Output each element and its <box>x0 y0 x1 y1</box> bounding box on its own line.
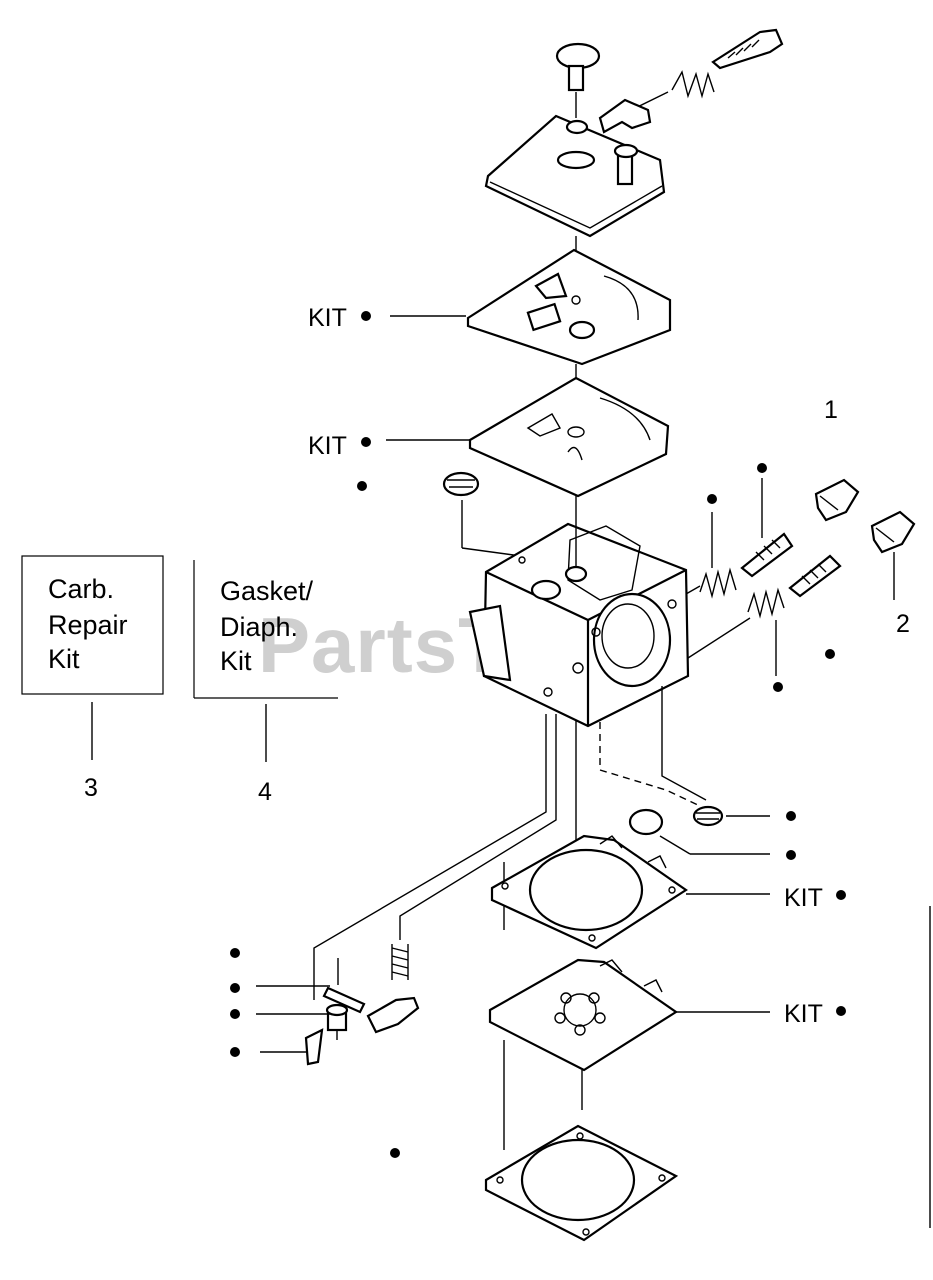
carburetor-body <box>468 522 690 728</box>
legend-box1-line2: Repair <box>48 610 128 640</box>
lever-screw <box>325 1003 349 1040</box>
kit-bullet-inlet-needle <box>230 1047 240 1057</box>
kit-bullet-check-valve <box>786 850 796 860</box>
callout-item-4: 4 <box>258 778 272 806</box>
kit-bullet-idle-screw <box>757 463 767 473</box>
pump-diaphragm <box>488 958 678 1072</box>
kit-bullet-spring-left <box>230 948 240 958</box>
kit-label-metering-diaphragm: KIT <box>308 432 347 460</box>
kit-label-pump-diaphragm: KIT <box>784 1000 823 1028</box>
kit-bullet-idle-spring <box>707 494 717 504</box>
kit-bullet-2 <box>361 437 371 447</box>
top-screw <box>555 42 601 118</box>
legend-box2-line1: Gasket/ <box>220 576 314 606</box>
pump-cover <box>484 1124 679 1242</box>
kit-bullet-screen <box>357 481 367 491</box>
kit-bullet-lever-pin <box>230 983 240 993</box>
callout-item-3: 3 <box>84 774 98 802</box>
metering-spring <box>391 944 409 980</box>
fuel-screen <box>692 805 724 827</box>
kit-label-metering-gasket: KIT <box>308 304 347 332</box>
needle-spring <box>671 70 715 99</box>
metering-diaphragm <box>468 376 670 498</box>
legend-gasket-diaph-kit: Gasket/ Diaph. Kit <box>193 560 338 762</box>
lever-pin <box>322 986 366 1014</box>
kit-bullet-4 <box>836 1006 846 1016</box>
kit-bullet-lever-screw <box>230 1009 240 1019</box>
kit-bullet-main-spring <box>773 682 783 692</box>
callout-item-1: 1 <box>824 396 838 424</box>
kit-label-pump-gasket: KIT <box>784 884 823 912</box>
limiter-cap-2 <box>870 510 916 554</box>
callout-item-2: 2 <box>896 610 910 638</box>
legend-box2-line3: Kit <box>220 646 252 676</box>
legend-box1-line1: Carb. <box>48 574 114 604</box>
legend-box2-line2: Diaph. <box>220 612 298 642</box>
main-spring <box>747 587 785 619</box>
kit-bullet-main-screw <box>825 649 835 659</box>
metering-cover <box>484 114 666 238</box>
control-lever <box>598 98 652 134</box>
pump-gasket <box>490 834 688 950</box>
metering-lever <box>366 996 420 1034</box>
kit-bullet-pump-cover <box>390 1148 400 1158</box>
limiter-cap-1 <box>814 478 860 522</box>
legend-box1-line3: Kit <box>48 644 80 674</box>
kit-bullet-3 <box>836 890 846 900</box>
metering-gasket <box>466 248 672 366</box>
inlet-screen <box>442 471 480 497</box>
adjust-needle <box>711 28 784 70</box>
inlet-needle <box>304 1028 324 1066</box>
idle-spring <box>699 567 737 599</box>
idle-screw <box>740 532 794 578</box>
kit-bullet-fuel-screen <box>786 811 796 821</box>
main-screw <box>788 554 842 598</box>
check-valve-disc <box>628 808 664 836</box>
kit-bullet-1 <box>361 311 371 321</box>
legend-carb-repair-kit: Carb. Repair Kit <box>21 555 164 760</box>
